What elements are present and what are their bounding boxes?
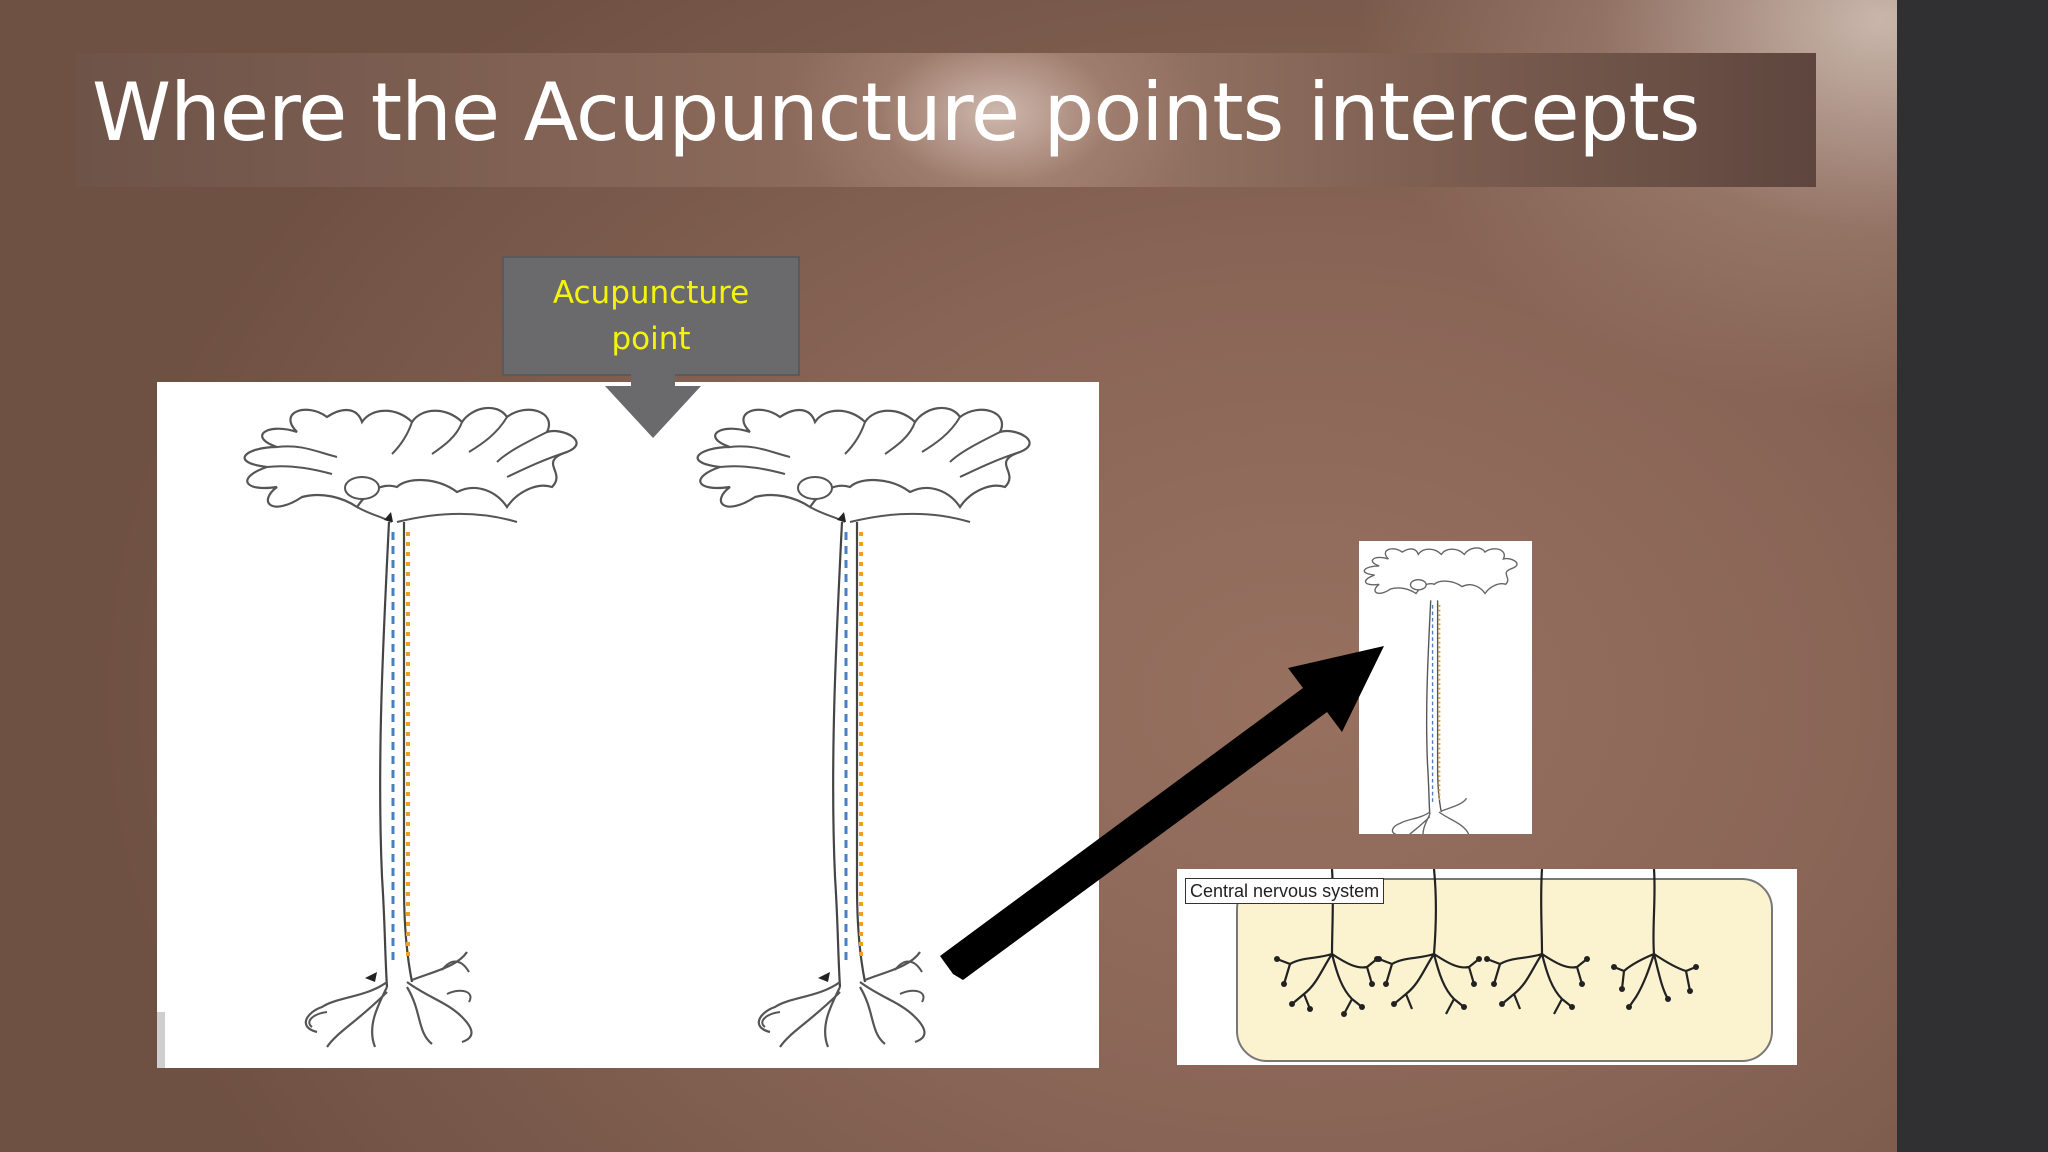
title-banner	[76, 53, 1816, 187]
down-arrow-icon	[605, 372, 701, 438]
slide-title: Where the Acupuncture points intercepts	[92, 66, 1700, 159]
neuron-diagram	[157, 405, 1032, 1068]
neuron-thumbnail-panel	[1359, 541, 1532, 834]
presentation-slide: Where the Acupuncture points intercepts	[0, 0, 1897, 1152]
cns-diagram	[1236, 869, 1773, 1062]
acupuncture-point-callout: Acupuncture point	[502, 256, 800, 376]
side-panel	[1897, 0, 2048, 1152]
cns-label: Central nervous system	[1185, 878, 1385, 904]
cns-diagram-panel: Central nervous system	[1177, 869, 1797, 1065]
diagonal-arrow-icon	[940, 646, 1384, 980]
neuron-thumbnail	[1363, 547, 1518, 834]
neuron-diagram-panel	[157, 382, 1099, 1068]
callout-line-2: point	[611, 321, 691, 357]
callout-line-1: Acupuncture	[552, 275, 750, 311]
